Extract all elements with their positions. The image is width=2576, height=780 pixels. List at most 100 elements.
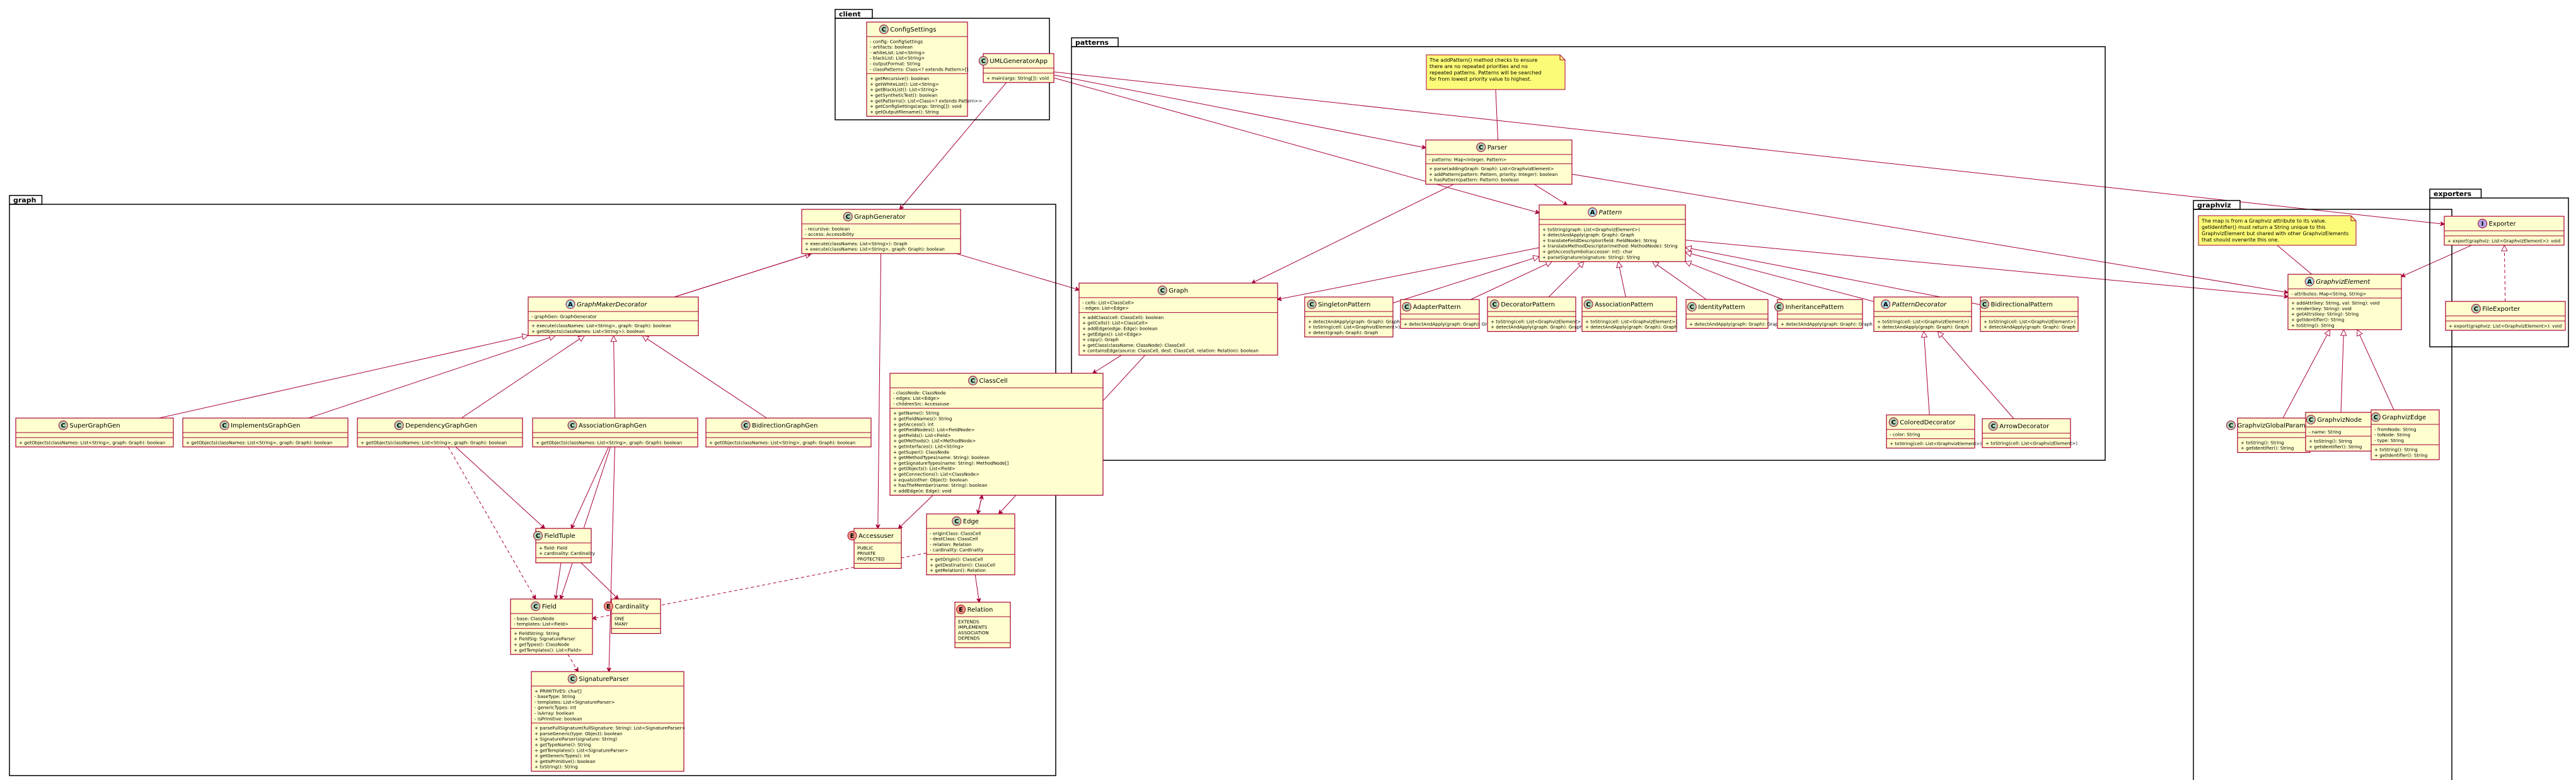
- class-method: + toString(): String: [2291, 322, 2335, 328]
- package-patterns: patterns: [1071, 37, 2106, 461]
- stereotype-c-icon: [394, 421, 404, 430]
- class-attribute: - color: String: [1890, 431, 1920, 437]
- class-method: + FieldSig: SignatureParser: [514, 636, 575, 642]
- class-method: + parseGeneric(type: Object): boolean: [534, 731, 623, 736]
- stereotype-letter: C: [2309, 417, 2313, 424]
- class-name: SingletonPattern: [1318, 301, 1370, 308]
- relation-association-pattern-to-pattern: [1618, 262, 1626, 298]
- relation-field-tuple-to-cardinality: [580, 562, 618, 599]
- class-box: [2305, 412, 2376, 452]
- stereotype-c-icon: [2226, 421, 2236, 430]
- class-attribute: ONE: [615, 615, 625, 621]
- stereotype-letter: C: [1777, 304, 1781, 311]
- class-method: + getRelation(): Relation: [930, 568, 986, 573]
- class-attribute: - classPatterns: Class<? extends Pattern…: [870, 66, 969, 72]
- stereotype-e-icon: [603, 602, 613, 611]
- class-method: + toString(cell: List<GraphvizElement>): [1890, 441, 1982, 446]
- class-name: ConfigSettings: [890, 26, 936, 33]
- class-method: + getIdentifier(): String: [2374, 453, 2427, 458]
- class-method: + toString(cell: List<GraphvizElement>): [1985, 440, 2077, 446]
- class-method: + toString(cell: List<GraphvizElement>): [1491, 318, 1583, 324]
- class-attribute: - toNode: String: [2374, 432, 2410, 438]
- relation-graph-generator-to-graph: [956, 253, 1079, 290]
- class-name: SignatureParser: [579, 676, 629, 683]
- class-name: Accessuser: [858, 533, 894, 540]
- package-exporters: exporters: [2429, 189, 2569, 347]
- class-method: + getPatterns(): List<Class<? extends Pa…: [870, 98, 982, 103]
- class-method: + getMethodTypes(name: String): boolean: [893, 455, 990, 460]
- class-method: + getClass(className: ClassNode): ClassC…: [1082, 342, 1185, 348]
- note-line: The addPattern() method checks to ensure: [1429, 57, 1538, 63]
- stereotype-c-icon: [1980, 300, 1989, 309]
- stereotype-letter: E: [606, 603, 611, 610]
- class-method: + detectAndApply(graph: Graph): Graph: [1877, 324, 1969, 330]
- class-attribute: - artifacts: boolean: [870, 44, 913, 50]
- class-attribute: - classNode: ClassNode: [893, 390, 946, 395]
- relation-dependency-graph-gen-to-field: [448, 446, 536, 599]
- relation-pattern-to-graph: [1278, 247, 1540, 300]
- relation-association-graph-gen-to-field: [560, 446, 611, 599]
- relation-exporter-to-graphviz-element: [2401, 245, 2472, 277]
- note-line: repeated patterns. Patterns will be sear…: [1430, 70, 1542, 76]
- class-attribute: - baseType: String: [534, 694, 575, 699]
- class-method: + toString(cell: List<GraphvizElement>): [1877, 318, 1969, 324]
- class-name: BidirectionGraphGen: [752, 422, 817, 429]
- stereotype-letter: C: [1586, 301, 1590, 308]
- class-box: [1078, 282, 1278, 356]
- class-name: AssociationPattern: [1595, 301, 1653, 308]
- class-attribute: - recursive: boolean: [805, 226, 850, 231]
- stereotype-a-icon: [1881, 300, 1891, 309]
- stereotype-c-icon: [1402, 302, 1412, 311]
- class-attribute: - config: ConfigSettings: [870, 38, 923, 44]
- relation-edge-to-class-cell: [977, 495, 982, 515]
- class-method: + addClass(cell: ClassCell): boolean: [1082, 315, 1164, 320]
- relation-bidirection-graph-gen-to-graph-maker-decorator: [642, 335, 767, 419]
- package-label: exporters: [2434, 190, 2472, 198]
- class-name: IdentityPattern: [1698, 304, 1745, 311]
- stereotype-c-icon: [1988, 421, 1998, 431]
- class-method: + getRecursive(): boolean: [870, 76, 929, 81]
- stereotype-letter: C: [61, 422, 66, 429]
- class-method: + getObjects(classNames: List<String>, g…: [709, 439, 855, 445]
- class-box: [531, 671, 684, 772]
- class-method: + parseSignature(signature: String): Str…: [1542, 254, 1640, 260]
- class-box: [801, 209, 961, 254]
- relation-association-graph-gen-to-field-tuple: [572, 446, 609, 528]
